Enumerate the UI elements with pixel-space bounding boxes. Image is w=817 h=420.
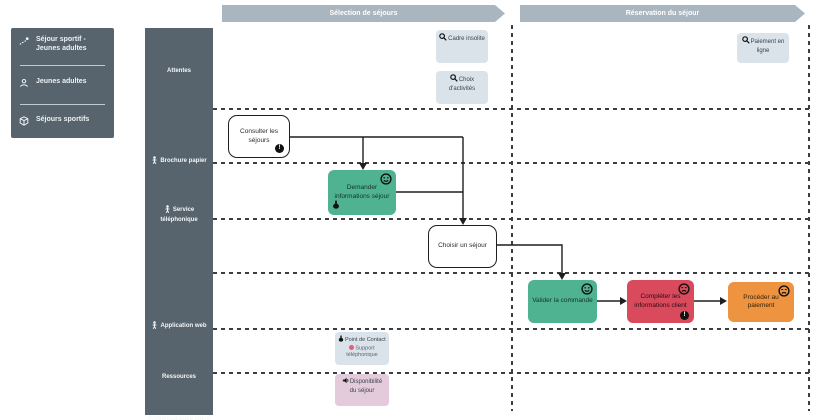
lane-attentes[interactable]: Attentes [145,68,213,77]
phase-divider [511,25,513,411]
phase-selection[interactable]: Sélection de séjours [222,5,505,22]
lane-brochure[interactable]: Brochure papier [145,156,213,168]
lane-ressources[interactable]: Ressources [145,374,213,383]
point-de-contact-label: Point de Contact [345,337,386,343]
persona-item[interactable]: Jeunes adultes [19,78,106,92]
divider [20,103,105,105]
card-choix-activites[interactable]: Choix d'activités [436,71,488,104]
person-icon [151,156,158,168]
lane-header-column: Attentes Brochure papier Service télépho… [145,28,213,420]
card-valider-commande-label: Valider la commande [532,297,593,305]
lane-service-tel[interactable]: Service téléphonique [145,205,213,226]
support-telephonique-label: Support téléphonique [346,345,378,359]
card-proceder-paiement-label: Procéder au paiement [743,293,779,309]
card-valider-commande[interactable]: Valider la commande [528,280,597,323]
product-label: Séjours sportifs [36,116,90,124]
search-icon [450,74,458,86]
card-consulter-sejours[interactable]: Consulter les séjours ! [228,115,290,158]
touch-icon [338,335,344,345]
touch-icon [332,199,340,212]
card-paiement-en-ligne[interactable]: Paiement en ligne [737,33,789,63]
megaphone-icon [342,377,349,388]
sad-face-icon [678,283,690,298]
support-dot-icon [349,344,355,350]
search-icon [741,36,750,48]
card-consulter-sejours-label: Consulter les séjours [240,128,278,144]
card-demander-informations-label: Demander informations séjour [334,184,390,200]
support-telephonique-entry: Support téléphonique [338,344,386,359]
card-demander-informations[interactable]: Demander informations séjour [328,170,396,215]
persona-label: Jeunes adultes [36,78,87,85]
lane-ressources-label: Ressources [161,374,197,380]
search-icon [439,33,447,45]
phase-selection-label: Sélection de séjours [329,10,398,17]
card-ressources[interactable]: Point de Contact Support téléphonique [335,332,389,365]
phase-reservation[interactable]: Réservation du séjour [520,5,805,22]
journey-title: Séjour sportif - Jeunes adultes [36,36,87,52]
lane-brochure-label: Brochure papier [160,158,207,164]
person-icon [164,205,171,217]
person-icon [151,321,158,333]
journey-summary-panel: Séjour sportif - Jeunes adultes Jeunes a… [11,28,114,138]
lane-problematiques-label: Problématiques client [147,416,211,420]
problem-badge-icon: ! [680,311,689,320]
card-disponibilite-sejour[interactable]: Disponibilité du séjour [335,374,389,406]
card-cadre-insolite-label: Cadre insolite [448,36,485,42]
divider [20,65,105,67]
lane-application-web-label: Application web [160,323,207,329]
card-choisir-sejour[interactable]: Choisir un séjour [428,225,497,268]
user-icon [19,78,29,92]
journey-route-icon [19,36,29,50]
lane-service-tel-label: Service téléphonique [160,207,198,223]
problem-badge-icon: ! [275,144,284,153]
happy-face-icon [581,283,593,298]
point-de-contact-entry: Point de Contact [338,335,386,345]
lane-application-web[interactable]: Application web [145,321,213,333]
lane-problematiques[interactable]: Problématiques client [145,416,213,420]
card-completer-informations[interactable]: Compléter les informations client ! [627,280,694,323]
journey-title-item[interactable]: Séjour sportif - Jeunes adultes [19,36,106,54]
card-completer-informations-label: Compléter les informations client [634,293,687,309]
phase-reservation-label: Réservation du séjour [625,10,700,17]
card-proceder-paiement[interactable]: Procéder au paiement [728,282,794,322]
lane-attentes-label: Attentes [166,68,191,74]
card-disponibilite-sejour-label: Disponibilité du séjour [349,379,383,394]
sad-face-icon [778,285,790,300]
phase-divider [808,25,810,411]
card-choisir-sejour-label: Choisir un séjour [438,242,487,250]
happy-face-icon [380,173,392,188]
card-choix-activites-label: Choix d'activités [448,77,476,92]
product-item[interactable]: Séjours sportifs [19,116,106,130]
card-paiement-en-ligne-label: Paiement en ligne [750,39,785,54]
card-cadre-insolite[interactable]: Cadre insolite [436,30,488,63]
package-icon [19,116,29,130]
